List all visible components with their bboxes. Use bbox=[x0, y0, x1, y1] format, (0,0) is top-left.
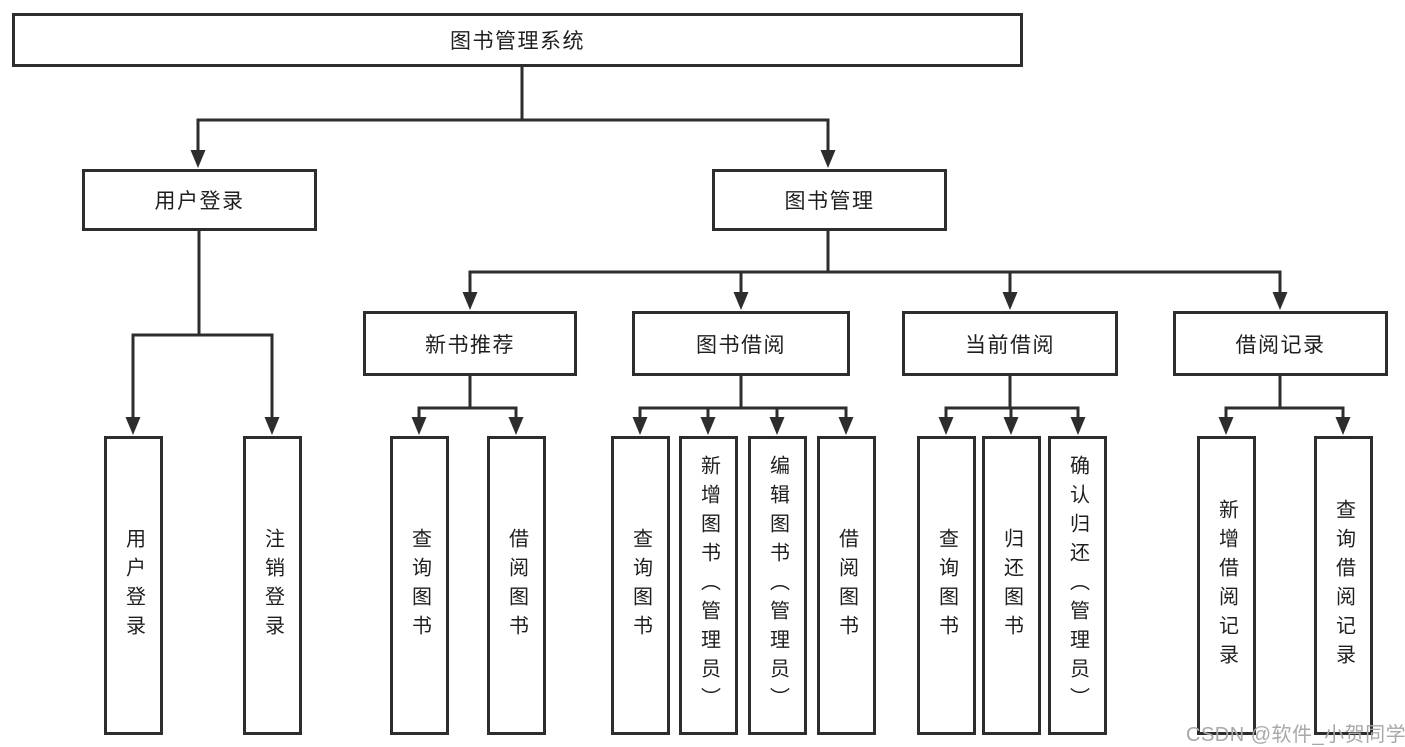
leaf-query-books-current: 查询图书 bbox=[917, 436, 976, 735]
leaf-query-books-borrowing-label: 查询图书 bbox=[629, 527, 652, 644]
arrowheads bbox=[125, 150, 1351, 435]
node-new-book-recommendation: 新书推荐 bbox=[363, 311, 577, 376]
leaf-query-books-recommend-label: 查询图书 bbox=[408, 527, 431, 644]
leaf-logout-label: 注销登录 bbox=[261, 527, 284, 644]
leaf-edit-books-admin-label: 编辑图书（管理员） bbox=[766, 455, 789, 716]
node-root: 图书管理系统 bbox=[12, 13, 1023, 67]
node-borrowing-records: 借阅记录 bbox=[1173, 311, 1388, 376]
leaf-return-books-label: 归还图书 bbox=[1000, 527, 1023, 644]
watermark-text: CSDN @软件_小贺同学 bbox=[1186, 724, 1405, 746]
node-user-login: 用户登录 bbox=[82, 169, 317, 231]
node-book-management: 图书管理 bbox=[712, 169, 947, 231]
node-borrowing-records-label: 借阅记录 bbox=[1235, 333, 1326, 357]
leaf-edit-books-admin: 编辑图书（管理员） bbox=[748, 436, 807, 735]
leaf-confirm-return-admin-label: 确认归还（管理员） bbox=[1066, 455, 1089, 716]
node-user-login-label: 用户登录 bbox=[154, 190, 245, 213]
leaf-user-login: 用户登录 bbox=[104, 436, 163, 735]
node-book-borrowing-label: 图书借阅 bbox=[696, 333, 786, 357]
leaf-borrow-books-recommend: 借阅图书 bbox=[487, 436, 546, 735]
node-book-borrowing: 图书借阅 bbox=[632, 311, 850, 376]
leaf-borrow-books-borrowing-label: 借阅图书 bbox=[835, 527, 858, 644]
leaf-confirm-return-admin: 确认归还（管理员） bbox=[1048, 436, 1107, 735]
leaf-logout: 注销登录 bbox=[243, 436, 302, 735]
node-current-borrowing-label: 当前借阅 bbox=[965, 333, 1055, 357]
leaf-borrow-books-borrowing: 借阅图书 bbox=[817, 436, 876, 735]
leaf-add-borrow-record: 新增借阅记录 bbox=[1197, 436, 1256, 735]
node-book-management-label: 图书管理 bbox=[784, 190, 875, 213]
node-new-book-recommendation-label: 新书推荐 bbox=[425, 333, 515, 357]
node-current-borrowing: 当前借阅 bbox=[902, 311, 1118, 376]
leaf-query-borrow-record: 查询借阅记录 bbox=[1314, 436, 1373, 735]
leaf-query-borrow-record-label: 查询借阅记录 bbox=[1332, 498, 1355, 673]
leaf-query-books-current-label: 查询图书 bbox=[935, 527, 958, 644]
leaf-query-books-borrowing: 查询图书 bbox=[611, 436, 670, 735]
leaf-user-login-label: 用户登录 bbox=[122, 527, 145, 644]
leaf-add-books-admin: 新增图书（管理员） bbox=[679, 436, 738, 735]
leaf-query-books-recommend: 查询图书 bbox=[390, 436, 449, 735]
leaf-add-borrow-record-label: 新增借阅记录 bbox=[1215, 498, 1238, 673]
leaf-add-books-admin-label: 新增图书（管理员） bbox=[697, 455, 720, 716]
leaf-borrow-books-recommend-label: 借阅图书 bbox=[505, 527, 528, 644]
node-root-label: 图书管理系统 bbox=[450, 30, 585, 53]
leaf-return-books: 归还图书 bbox=[982, 436, 1041, 735]
